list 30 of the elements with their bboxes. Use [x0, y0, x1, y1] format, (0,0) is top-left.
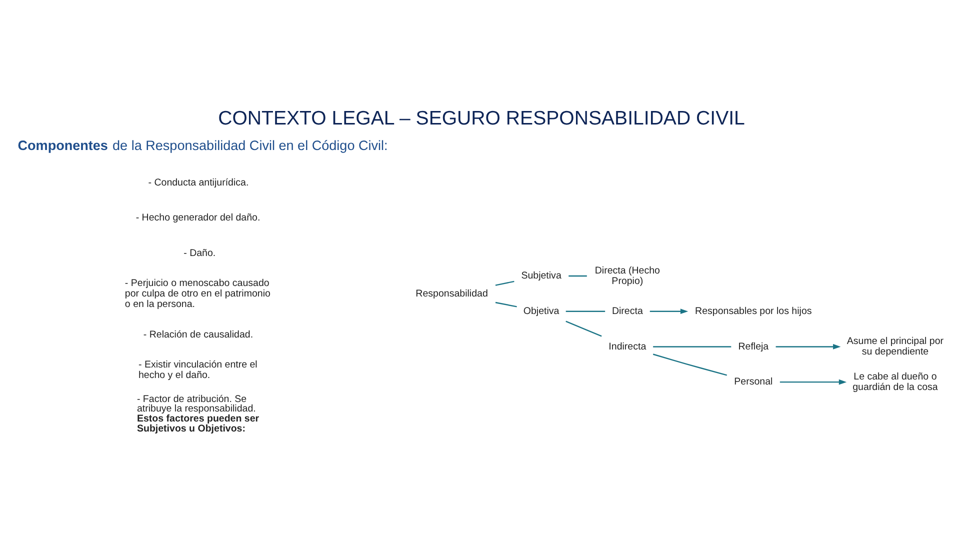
- node-text: Personal: [734, 376, 773, 388]
- node-text: Responsabilidad: [416, 288, 488, 300]
- node-text: Responsables por los hijos: [695, 305, 812, 316]
- label: - Daño.: [184, 248, 216, 259]
- node-text: Asume el principal por su dependiente: [846, 336, 944, 358]
- label: - Relación de causalidad.: [143, 328, 254, 340]
- diagram-title: CONTEXTO LEGAL – SEGURO RESPONSABILIDAD CIVIL: [218, 107, 745, 130]
- node-text: Directa: [612, 305, 643, 316]
- arrow: [780, 378, 847, 384]
- label: - Factor de atribución. Se atribuye la responsabilidad. Estos factores pueden ser Subjetivos u Objetivos:: [136, 393, 260, 434]
- connector: [652, 353, 728, 376]
- label: - Existir vinculación entre el hecho y el daño.: [138, 358, 258, 380]
- label: Componentes de la Responsabilidad Civil en el Código Civil:: [18, 137, 388, 152]
- connector: [566, 320, 602, 336]
- node-text: Directa (Hecho Propio): [594, 264, 660, 286]
- label: - Perjuicio o menoscabo causado por culpa de otro en el patrimonio o en la persona.: [124, 278, 270, 310]
- connector: [495, 301, 517, 307]
- node-text: Subjetiva: [521, 270, 562, 282]
- connector: [653, 346, 732, 347]
- label: - Hecho generador del daño.: [136, 212, 260, 224]
- node-text: Objetiva: [523, 305, 560, 316]
- connector: [495, 280, 514, 286]
- node-text: Le cabe al dueño o guardián de la cosa: [852, 370, 938, 392]
- label: - Conducta antijurídica.: [148, 176, 249, 188]
- connector: [566, 310, 606, 312]
- arrow: [776, 344, 841, 349]
- node-text: Indirecta: [608, 340, 646, 352]
- arrow: [650, 308, 688, 314]
- node-text: Refleja: [738, 340, 769, 352]
- connector: [568, 274, 587, 276]
